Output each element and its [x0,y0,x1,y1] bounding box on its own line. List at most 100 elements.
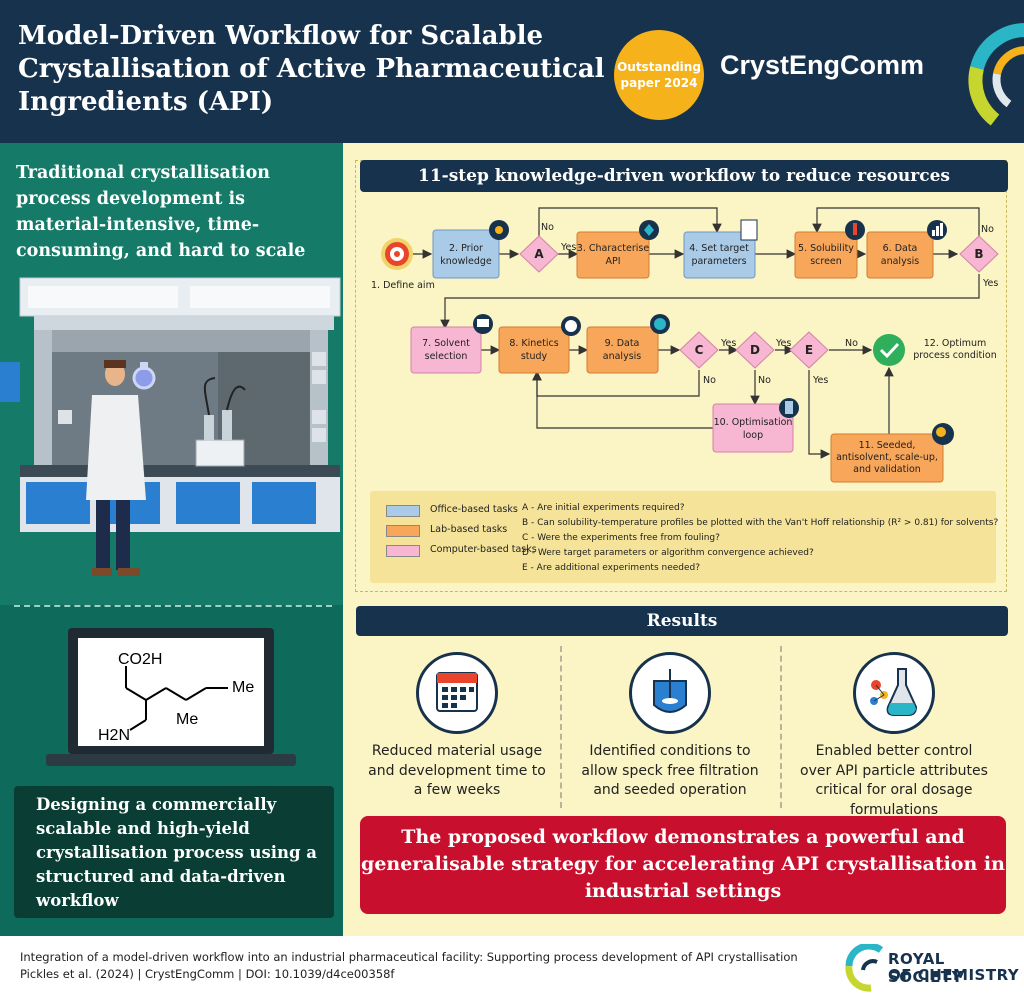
svg-text:B: B [974,247,983,261]
result-2-text: Identified conditions to allow speck fre… [581,743,759,798]
decision-a [519,235,559,273]
conclusion-banner: The proposed workflow demonstrates a pow… [360,816,1006,914]
laptop-illustration: CO2H Me Me H2N [46,628,296,766]
label-yes-a: Yes [560,242,576,253]
step-11-line2: antisolvent, scale-up, [836,452,938,463]
step-9-line2: analysis [603,351,642,362]
decision-e [789,331,829,369]
step-12-line1: 12. Optimum [924,338,987,349]
label-no-c: No [703,375,716,386]
label-yes-d: Yes [775,338,791,349]
step-10-line2: loop [743,430,763,441]
step-3-line2: API [605,256,620,267]
step-10-box [712,403,794,453]
legend-office-swatch [386,505,420,517]
label-yes-c: Yes [720,338,736,349]
goal-box [14,786,334,918]
step-11-line3: and validation [853,464,921,475]
goal-statement: Designing a commercially scalable and hi… [36,795,317,910]
step-7-line2: selection [425,351,468,362]
workflow-title: 11-step knowledge-driven workflow to red… [360,160,1008,192]
checklist-icon [740,219,758,241]
question-c: C - Were the experiments free from fouli… [522,533,720,543]
journal-logo-icon [968,23,1024,126]
step-11-box [830,433,944,483]
step-11-line1: 11. Seeded, [859,440,916,451]
svg-text:C: C [695,343,704,357]
molecule-co2h: CO2H [118,651,162,668]
step-10-line1: 10. Optimisation [714,417,793,428]
results-divider-1 [560,646,562,808]
step-2-line2: knowledge [440,256,492,267]
step-7-box [410,326,482,374]
reactor-icon [629,652,711,734]
rsc-logo-icon [845,944,884,992]
step-9-line1: 9. Data [605,338,640,349]
question-a: A - Are initial experiments required? [522,503,685,513]
step-8-line2: study [521,351,548,362]
label-no-d: No [758,375,771,386]
question-b: B - Can solubility-temperature profiles … [522,518,999,528]
step-2-line1: 2. Prior [449,243,483,254]
molecule-me-bottom: Me [176,711,198,728]
conclusion-text: The proposed workflow demonstrates a pow… [361,826,1005,902]
step-2-box [432,229,500,279]
step-6-line2: analysis [881,256,920,267]
results-title: Results [356,606,1008,636]
label-yes-e: Yes [812,375,828,386]
step-6-line1: 6. Data [883,243,918,254]
page-title: Model-Driven Workflow for Scalable Cryst… [18,21,605,117]
svg-text:D: D [750,343,760,357]
header-banner [0,0,1024,143]
award-badge: Outstanding paper 2024 [614,30,704,120]
results-divider-2 [780,646,782,808]
label-no-a: No [541,222,554,233]
rsc-name-line2: OF CHEMISTRY [888,966,1020,984]
citation-reference: Pickles et al. (2024) | CrystEngComm | D… [20,967,395,981]
problem-statement: Traditional crystallisation process deve… [16,163,306,261]
flask-molecule-icon [853,652,935,734]
legend-office-label: Office-based tasks [430,504,518,515]
step-5-box [794,231,858,279]
step-9-box [586,326,659,374]
step-1-label: 1. Define aim [371,280,435,291]
step-8-box [498,326,570,374]
step-4-line2: parameters [691,256,746,267]
legend-computer-label: Computer-based tasks [430,544,537,555]
legend-lab-label: Lab-based tasks [430,524,508,535]
award-badge-text: Outstanding paper 2024 [617,60,701,90]
legend-computer-swatch [386,545,420,557]
svg-text:E: E [805,343,813,357]
target-icon [381,238,413,270]
left-divider [14,605,332,607]
step-5-line1: 5. Solubility [798,243,854,254]
decision-c [679,331,719,369]
rsc-name-line1: ROYAL SOCIETY [888,950,963,986]
decision-b [959,235,999,273]
footer [0,936,1024,1000]
step-4-line1: 4. Set target [689,243,749,254]
svg-text:A: A [534,247,544,261]
result-1-text: Reduced material usage and development t… [368,743,546,798]
question-e: E - Are additional experiments needed? [522,563,701,573]
step-6-box [866,231,934,279]
step-3-line1: 3. Characterise [577,243,650,254]
step-3-box [576,231,650,279]
check-icon [873,334,905,366]
journal-name: CrystEngComm [720,50,925,80]
label-yes-b: Yes [982,278,998,289]
citation-title: Integration of a model-driven workflow i… [20,950,798,964]
label-no-e: No [845,338,858,349]
workflow-legend: Office-based tasks Lab-based tasks Compu… [370,491,999,583]
step-8-line1: 8. Kinetics [509,338,558,349]
step-4-box [683,231,756,279]
lab-illustration [0,270,343,600]
molecule-me-right: Me [232,679,254,696]
label-no-b: No [981,224,994,235]
result-3-text: Enabled better control over API particle… [800,743,988,818]
step-7-line1: 7. Solvent [422,338,470,349]
step-5-line2: screen [810,256,842,267]
decision-d [735,331,775,369]
question-d: D - Were target parameters or algorithm … [522,548,814,558]
workflow-diagram: 1. Define aim 2. Prior knowledge 4. Set … [371,207,999,483]
